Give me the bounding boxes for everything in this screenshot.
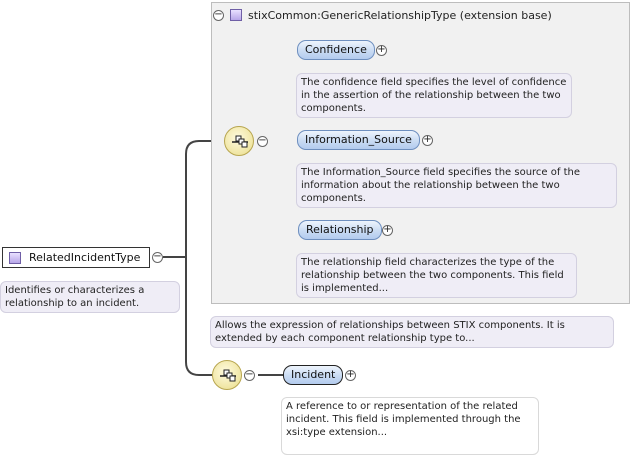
root-type-label: RelatedIncidentType [29,251,141,264]
extension-base-header: − stixCommon:GenericRelationshipType (ex… [213,6,552,24]
information-source-description: The Information_Source field specifies t… [296,163,617,208]
root-description: Identifies or characterizes a relationsh… [0,281,180,313]
root-collapse-toggle[interactable]: − [152,251,163,263]
element-relationship[interactable]: Relationship [298,220,382,240]
complex-type-icon [230,9,242,21]
element-confidence[interactable]: Confidence [297,40,375,60]
sequence-glyph-icon [220,369,236,382]
extension-base-title: stixCommon:GenericRelationshipType (exte… [248,8,552,22]
sequence-lower-toggle[interactable]: − [244,369,255,381]
incident-expand-toggle[interactable]: + [345,369,356,381]
complex-type-icon [9,251,21,264]
extension-description: Allows the expression of relationships b… [210,316,614,348]
sequence-compositor-icon[interactable] [212,360,242,390]
relationship-description: The relationship field characterizes the… [296,253,577,298]
sequence-glyph-icon [232,135,248,148]
confidence-description: The confidence field specifies the level… [296,73,572,118]
extension-collapse-toggle[interactable]: − [213,8,224,21]
relationship-expand-toggle[interactable]: + [382,224,393,236]
root-complex-type[interactable]: RelatedIncidentType [2,247,150,268]
sequence-compositor-icon[interactable] [224,126,254,156]
element-information-source[interactable]: Information_Source [297,130,420,150]
incident-description: A reference to or representation of the … [281,397,539,455]
sequence-upper-toggle[interactable]: − [257,135,268,147]
information-source-expand-toggle[interactable]: + [422,134,433,146]
element-incident[interactable]: Incident [283,365,344,385]
confidence-expand-toggle[interactable]: + [376,44,387,56]
